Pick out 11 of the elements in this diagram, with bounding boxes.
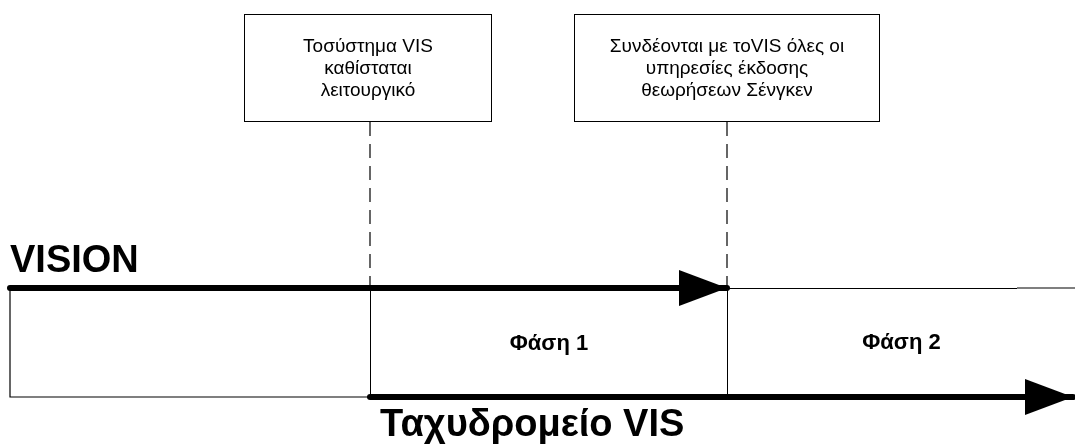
timeline-title: Ταχυδρομείο VIS [380,404,685,442]
milestone-box [574,14,880,122]
timeline-arrow [367,379,1075,415]
timeline-title: VISION [10,240,139,278]
phase-label: Φάση 1 [509,330,589,356]
milestone-text: Συνδέονται με τοVIS όλες οι υπηρεσίες έκδοσης θεωρήσεων Σένγκεν [608,35,846,101]
milestone-text: Τοσύστημα VIS καθίσταται λειτουργικό [302,35,434,101]
milestone-box [244,14,492,122]
phase-cell [727,288,1017,394]
timeline-arrow [7,270,730,306]
phase-label: Φάση 2 [862,328,941,355]
